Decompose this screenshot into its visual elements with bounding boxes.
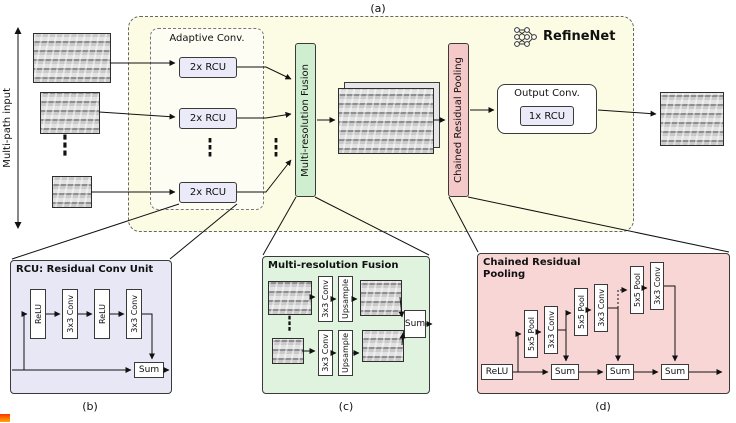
fusion-upsampled-image-2 [362, 330, 404, 362]
fusion-conv-bottom: 3x3 Conv [318, 330, 333, 376]
fusion-conv-top: 3x3 Conv [318, 276, 333, 322]
rcu-detail-title: RCU: Residual Conv Unit [16, 264, 154, 275]
fusion-sum-block: Sum [404, 310, 426, 338]
input-image-3 [52, 176, 92, 208]
rcu-block-1: 2x RCU [179, 57, 237, 78]
multipath-input-label-text: Multi-path input [1, 88, 13, 168]
pool-block-2: 5x5 Pool [574, 288, 588, 336]
rcu-block-1-label: 2x RCU [189, 62, 227, 73]
pool-sum-3: Sum [661, 364, 689, 380]
rcu-conv-2: 3x3 Conv [126, 289, 142, 339]
pre-fusion-ellipsis: ⋮ [268, 133, 284, 162]
fusion-upsampled-image-1 [360, 280, 402, 316]
network-icon [514, 27, 537, 47]
pool-conv-3: 3x3 Conv [650, 262, 664, 310]
panel-label-d: (d) [595, 400, 611, 413]
fusion-input-image-1 [268, 281, 312, 315]
fusion-conv-top-label: 3x3 Conv [321, 280, 330, 318]
output-conv-label: Output Conv. [514, 88, 580, 99]
rcu-block-3: 2x RCU [179, 182, 237, 203]
adaptive-conv-label: Adaptive Conv. [169, 33, 245, 44]
pooling-relu-label: ReLU [485, 367, 509, 377]
pool-conv-2: 3x3 Conv [594, 284, 608, 332]
rcu-relu-1-label: ReLU [33, 303, 43, 325]
output-rcu-label: 1x RCU [528, 110, 566, 122]
rcu-relu-2-label: ReLU [97, 303, 107, 325]
pooling-relu-block: ReLU [481, 364, 513, 380]
input-image-2 [40, 92, 100, 134]
rcu-conv-2-label: 3x3 Conv [129, 295, 139, 333]
pool-conv-3-label: 3x3 Conv [652, 267, 662, 305]
pool-sum-1: Sum [551, 364, 579, 380]
fusion-sum-label: Sum [404, 319, 426, 329]
pool-sum-2: Sum [606, 364, 634, 380]
output-rcu-block: 1x RCU [520, 106, 574, 126]
panel-label-c: (c) [338, 400, 354, 413]
chained-residual-pooling-block: Chained Residual Pooling [448, 43, 469, 197]
pool-block-3: 5x5 Pool [630, 266, 644, 314]
chained-residual-pooling-block-label: Chained Residual Pooling [453, 57, 464, 183]
pool-conv-1-label: 3x3 Conv [546, 311, 556, 349]
output-image [660, 92, 724, 146]
multipath-input-label: Multi-path input [0, 78, 14, 178]
pool-block-1-label: 5x5 Pool [526, 316, 536, 351]
refinenet-title: RefineNet [543, 29, 616, 44]
rcu-sum-block: Sum [134, 362, 164, 378]
fusion-upsample-bottom-label: Upsample [341, 332, 350, 374]
fused-feature-map-image [338, 88, 434, 154]
pooling-detail-title-line1: Chained Residual [483, 257, 581, 268]
pooling-detail-title-line2: Pooling [483, 269, 526, 280]
input-ellipsis: ⋮ [56, 130, 74, 162]
rcu-block-3-label: 2x RCU [189, 187, 227, 198]
fusion-upsample-bottom: Upsample [338, 330, 353, 376]
fusion-input-ellipsis: ⋮ [283, 313, 296, 336]
pool-block-1: 5x5 Pool [524, 310, 538, 358]
multi-resolution-fusion-block: Multi-resolution Fusion [295, 43, 316, 197]
rcu-relu-1: ReLU [30, 289, 46, 339]
input-image-1 [33, 33, 111, 83]
fusion-conv-bottom-label: 3x3 Conv [321, 334, 330, 372]
rcu-sum-label: Sum [138, 365, 160, 375]
pool-conv-1: 3x3 Conv [544, 306, 558, 354]
rcu-conv-1: 3x3 Conv [62, 289, 78, 339]
fusion-upsample-top: Upsample [338, 276, 353, 322]
panel-label-b: (b) [82, 400, 98, 413]
rcu-relu-2: ReLU [94, 289, 110, 339]
fusion-detail-title: Multi-resolution Fusion [268, 260, 399, 271]
pool-block-3-label: 5x5 Pool [632, 272, 642, 307]
rcu-column-ellipsis: ⋮ [202, 133, 218, 162]
rcu-block-2: 2x RCU [179, 108, 237, 129]
fusion-upsample-top-label: Upsample [341, 278, 350, 320]
screenshot-artifact [0, 414, 10, 422]
rcu-conv-1-label: 3x3 Conv [65, 295, 75, 333]
panel-label-a: (a) [370, 2, 386, 15]
rcu-block-2-label: 2x RCU [189, 113, 227, 124]
pool-sum-3-label: Sum [664, 367, 686, 377]
pool-sum-2-label: Sum [609, 367, 631, 377]
pool-sum-1-label: Sum [554, 367, 576, 377]
pool-conv-2-label: 3x3 Conv [596, 289, 606, 327]
fusion-input-image-2 [272, 338, 304, 364]
multi-resolution-fusion-block-label: Multi-resolution Fusion [300, 63, 311, 177]
pool-block-2-label: 5x5 Pool [576, 294, 586, 329]
